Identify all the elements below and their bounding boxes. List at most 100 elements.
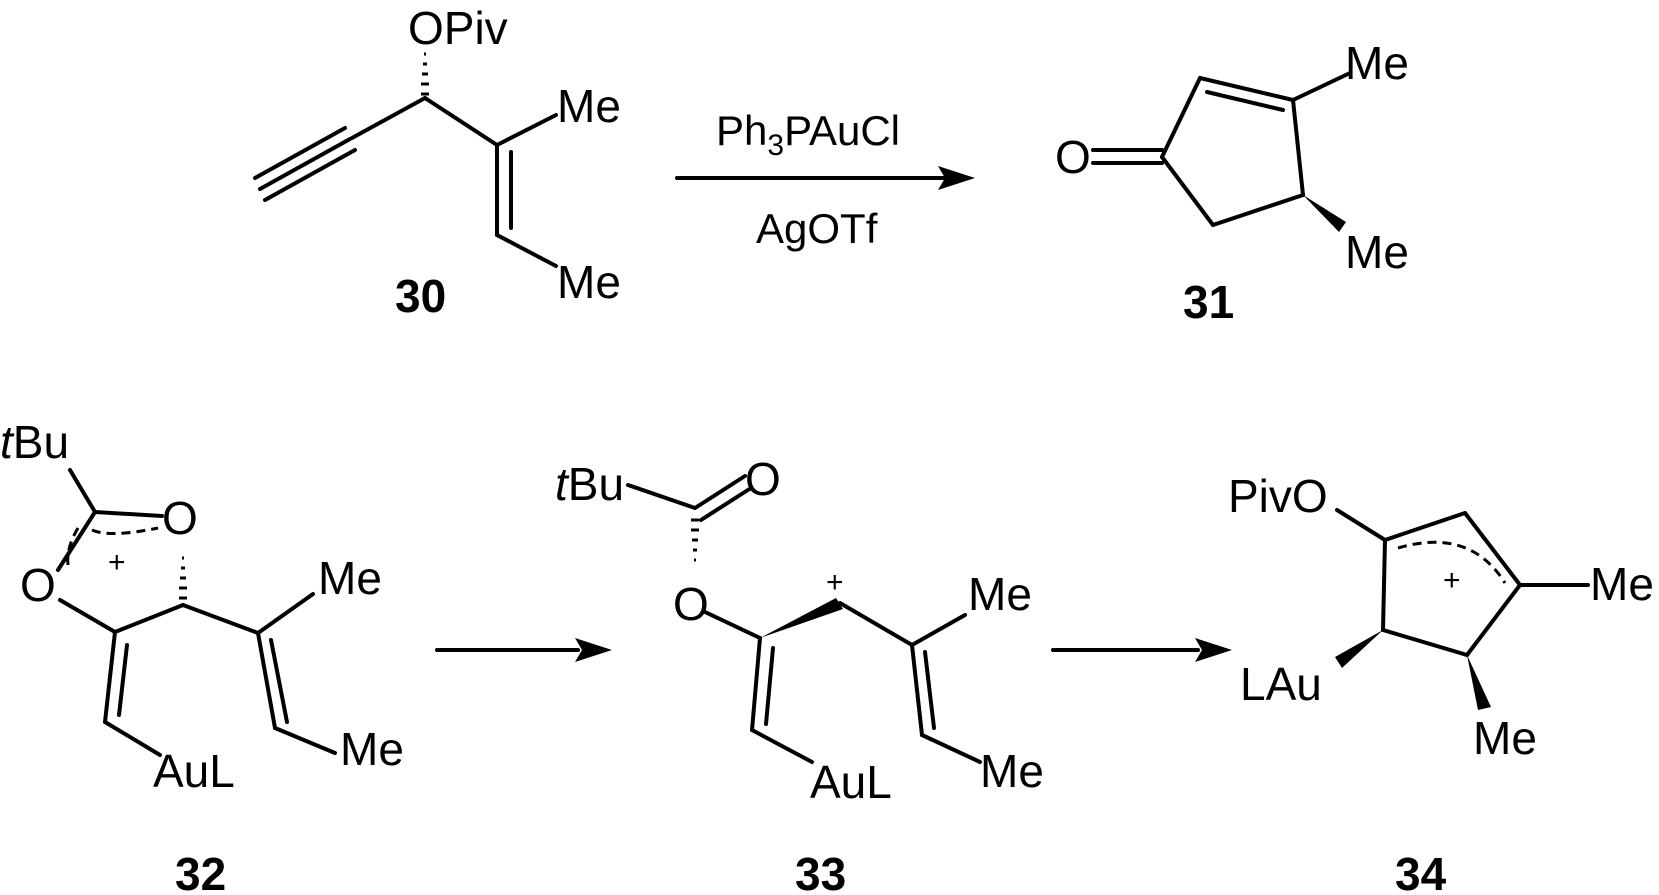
- double-bond: [750, 636, 762, 732]
- bond: [703, 610, 762, 640]
- reaction-arrow: [435, 638, 612, 662]
- double-bond: [923, 650, 936, 730]
- methyl-label: Me: [1590, 558, 1654, 610]
- compound-number: 34: [1395, 848, 1447, 895]
- hashed-bond: [179, 556, 187, 600]
- ring-bond: [1160, 76, 1202, 159]
- methyl-label: Me: [557, 80, 621, 132]
- bond: [68, 468, 97, 514]
- compound-33: tBu O O + Me Me AuL 33: [555, 453, 1044, 895]
- ring-bond: [1291, 98, 1305, 197]
- ring-bond: [1465, 583, 1522, 657]
- bond: [495, 113, 558, 147]
- bond: [423, 96, 499, 147]
- tbu-t: t: [555, 458, 570, 510]
- compound-34: PivO + Me LAu Me 34: [1228, 470, 1654, 895]
- reagent-below: AgOTf: [756, 205, 878, 252]
- double-bond: [910, 643, 924, 737]
- methyl-label: Me: [318, 552, 382, 604]
- double-bond: [103, 630, 117, 724]
- ring-bond: [93, 510, 164, 518]
- cation-charge: +: [1443, 564, 1461, 597]
- reaction-arrow: [1051, 638, 1232, 662]
- oxygen-label: O: [745, 453, 781, 505]
- methyl-label: Me: [340, 723, 404, 775]
- aul-label: AuL: [153, 745, 235, 797]
- lau-label: LAu: [1240, 658, 1322, 710]
- oxygen-label: O: [162, 492, 198, 544]
- compound-number: 32: [175, 848, 226, 895]
- delocalized-bond: [66, 527, 80, 566]
- double-bond: [764, 646, 775, 726]
- cation-charge: +: [108, 546, 126, 579]
- bond: [750, 728, 814, 764]
- bond: [920, 733, 982, 764]
- ring-bond: [58, 598, 117, 634]
- reagent-pauci: PAuCl: [784, 107, 900, 154]
- ring-bond: [1383, 511, 1467, 542]
- compound-31: O Me Me 31: [1055, 37, 1409, 328]
- hashed-bond: [421, 52, 429, 96]
- bond: [273, 726, 337, 755]
- tbu-label: tBu: [0, 416, 69, 468]
- bond: [495, 233, 558, 268]
- alkyne-triple-bond: [253, 126, 357, 202]
- aul-label: AuL: [810, 756, 892, 808]
- wedge-bond: [760, 598, 843, 638]
- wedge-bond: [1303, 195, 1346, 232]
- ring-bond: [1463, 511, 1522, 587]
- tbu-t: t: [0, 416, 15, 468]
- ring-bond: [1211, 193, 1305, 227]
- reagent-subscript: 3: [767, 129, 784, 162]
- ring-bond: [113, 603, 185, 634]
- bond: [103, 720, 162, 757]
- ring-bond: [1381, 538, 1387, 632]
- compound-30: OPiv Me Me 30: [253, 2, 621, 322]
- carbonyl-double-bond: [699, 486, 753, 522]
- reagent-ph: Ph: [716, 107, 767, 154]
- methyl-label: Me: [1345, 226, 1409, 278]
- bond: [350, 96, 427, 140]
- delocalized-bond: [91, 526, 159, 536]
- double-bond: [269, 638, 289, 724]
- bond: [1335, 508, 1387, 542]
- reagent-above: Ph3PAuCl: [716, 107, 900, 162]
- pivo-label: PivO: [1228, 470, 1328, 522]
- bond: [838, 601, 914, 647]
- ring-bond: [1381, 628, 1469, 657]
- methyl-label: Me: [1473, 712, 1537, 764]
- methyl-label: Me: [968, 568, 1032, 620]
- ring-bond: [1160, 155, 1215, 227]
- ring-double-bond: [1205, 90, 1285, 112]
- double-bond: [256, 631, 277, 730]
- wedge-bond: [1335, 630, 1383, 668]
- delocalized-bond: [1397, 540, 1507, 584]
- reaction-arrow-top: Ph3PAuCl AgOTf: [675, 107, 975, 252]
- methyl-label: Me: [980, 745, 1044, 797]
- cation-charge: +: [826, 566, 844, 599]
- tbu-label: tBu: [555, 458, 624, 510]
- opiv-label: OPiv: [408, 2, 508, 54]
- bond: [626, 483, 697, 510]
- bond: [910, 613, 967, 647]
- double-bond: [117, 643, 129, 717]
- oxygen-label: O: [20, 559, 56, 611]
- bond: [256, 592, 315, 635]
- compound-number: 31: [1183, 276, 1234, 328]
- ring-double-bond: [1198, 76, 1295, 102]
- oxygen-label: O: [1055, 131, 1091, 183]
- methyl-label: Me: [557, 256, 621, 308]
- tbu-bu: Bu: [568, 458, 624, 510]
- compound-number: 30: [395, 270, 446, 322]
- bond: [181, 603, 260, 635]
- oxygen-label: O: [673, 578, 709, 630]
- methyl-label: Me: [1345, 37, 1409, 89]
- ring-bond: [56, 510, 97, 572]
- carbonyl-double-bond: [693, 474, 747, 510]
- hashed-bond: [691, 518, 699, 562]
- compound-32: tBu O O + AuL Me Me 32: [0, 416, 404, 895]
- tbu-bu: Bu: [13, 416, 69, 468]
- wedge-bond: [1467, 655, 1491, 710]
- compound-number: 33: [795, 848, 846, 895]
